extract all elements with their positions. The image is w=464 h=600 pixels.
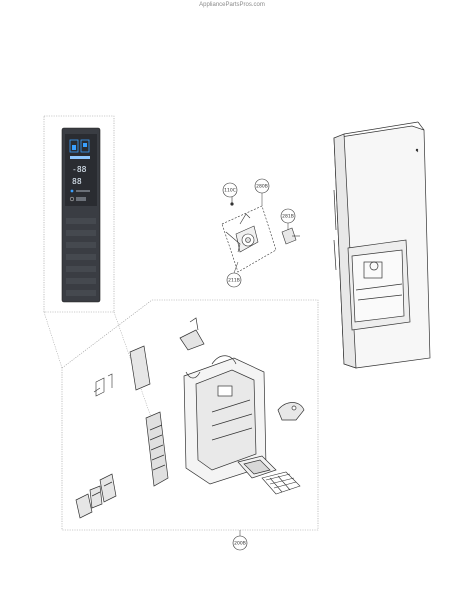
control-board bbox=[145, 411, 169, 487]
shield-plate bbox=[129, 345, 151, 391]
control-panel-buttons bbox=[66, 218, 96, 296]
callout-200b: 200B bbox=[232, 530, 248, 551]
fasteners bbox=[93, 373, 113, 397]
callout-281b: 281B bbox=[280, 208, 296, 230]
dispenser-paddle bbox=[277, 402, 305, 421]
callout-label: 200B bbox=[234, 541, 246, 547]
callout-label: 211B bbox=[228, 278, 240, 284]
drip-tray bbox=[237, 455, 277, 479]
callout-label: 281B bbox=[282, 214, 294, 220]
callout-110c: 110C bbox=[222, 182, 238, 198]
freezer-temp-readout: -88 bbox=[72, 165, 87, 174]
dispenser-housing bbox=[179, 317, 267, 485]
side-bracket bbox=[281, 227, 297, 245]
callout-label: 280B bbox=[256, 184, 268, 190]
duct-cover bbox=[179, 329, 205, 351]
wire-harness bbox=[211, 355, 237, 365]
drip-tray-grille bbox=[261, 471, 301, 495]
callouts: 110C 280B 281B 211B 200B bbox=[222, 178, 296, 551]
lower-left-parts bbox=[75, 473, 117, 519]
display-icon-water bbox=[69, 139, 79, 153]
callout-211b: 211B bbox=[226, 261, 242, 288]
callout-280b: 280B bbox=[254, 178, 270, 206]
alarm-icon bbox=[70, 189, 74, 193]
callout-label: 110C bbox=[224, 188, 236, 194]
control-panel-inset: -88 88 bbox=[43, 115, 153, 421]
display-bar bbox=[70, 156, 90, 159]
fridge-temp-readout: 88 bbox=[72, 177, 82, 186]
watermark: AppliancePartsPros.com bbox=[199, 2, 265, 8]
refrigerator-door bbox=[333, 121, 431, 369]
display-icon-ice bbox=[80, 139, 90, 153]
damper-assembly bbox=[221, 196, 300, 273]
dispenser-assembly-box bbox=[61, 299, 319, 531]
lock-icon bbox=[69, 196, 75, 202]
